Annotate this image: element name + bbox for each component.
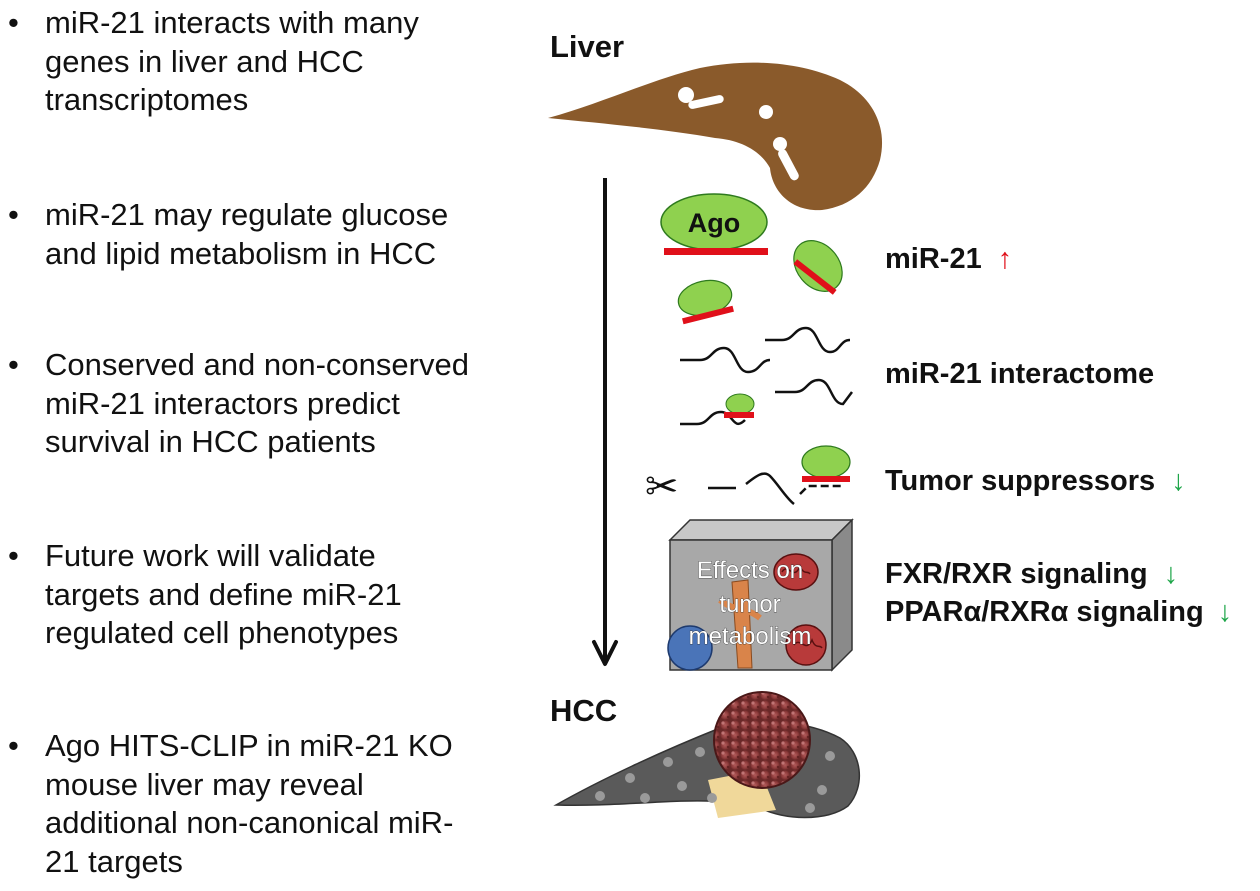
ago-label: Ago	[688, 208, 740, 238]
nucleus-icon	[667, 625, 713, 671]
mir21-label-text: miR-21	[885, 243, 982, 275]
ago-small-1	[793, 240, 843, 295]
tumor-icon	[713, 691, 811, 789]
hcc-tissue-icon	[553, 691, 861, 819]
bullet-dot: •	[8, 197, 19, 232]
ago-bound-mrna	[724, 393, 755, 418]
ago-cleaving	[801, 445, 851, 482]
bullet-text: miR-21 may regulate glucose and lipid me…	[45, 197, 449, 271]
mir21-level-label: miR-21 ↑	[885, 243, 1012, 275]
progression-arrow	[592, 178, 618, 666]
bullet-dot: •	[8, 728, 19, 763]
tumor-suppressors-label: Tumor suppressors	[885, 465, 1155, 497]
bullet-text: Ago HITS-CLIP in miR-21 KO mouse liver m…	[45, 728, 454, 879]
bullet-dot: •	[8, 347, 19, 382]
hcc-label: HCC	[550, 693, 617, 728]
down-arrow-icon: ↓	[1218, 596, 1233, 628]
interactome-label: miR-21 interactome	[885, 358, 1154, 390]
ago-small-2	[677, 279, 734, 325]
fxr-label: FXR/RXR signaling	[885, 558, 1148, 590]
up-arrow-icon: ↑	[998, 243, 1013, 275]
mrna-squiggles	[680, 326, 853, 426]
liver-label: Liver	[550, 29, 624, 64]
ppar-row: PPARα/RXRα signaling ↓	[885, 596, 1232, 628]
fxr-row: FXR/RXR signaling ↓	[885, 558, 1178, 590]
lipid-icon	[731, 579, 753, 669]
bullet-text: Future work will validate targets and de…	[45, 538, 402, 650]
box-text-line2: tumor	[719, 591, 780, 618]
ppar-label: PPARα/RXRα signaling	[885, 596, 1204, 628]
tumor-suppressors-row: Tumor suppressors ↓	[885, 465, 1186, 497]
scissors-icon: ✂	[645, 464, 679, 510]
bullet-dot: •	[8, 538, 19, 573]
down-arrow-icon: ↓	[1164, 558, 1179, 590]
bullet-text: miR-21 interacts with many genes in live…	[45, 5, 419, 117]
metabolism-box: Effects on tumor metabolism	[667, 518, 854, 672]
bullet-list: • miR-21 interacts with many genes in li…	[0, 0, 545, 891]
ago-complex: Ago	[660, 193, 768, 255]
box-text-line3: metabolism	[689, 623, 812, 650]
down-arrow-icon: ↓	[1171, 465, 1186, 497]
bullet-dot: •	[8, 5, 19, 40]
liver-icon	[548, 62, 883, 211]
cleaved-mrna	[708, 472, 842, 505]
bullet-text: Conserved and non-conserved miR-21 inter…	[45, 347, 469, 459]
box-text-line1: Effects on	[697, 557, 803, 584]
